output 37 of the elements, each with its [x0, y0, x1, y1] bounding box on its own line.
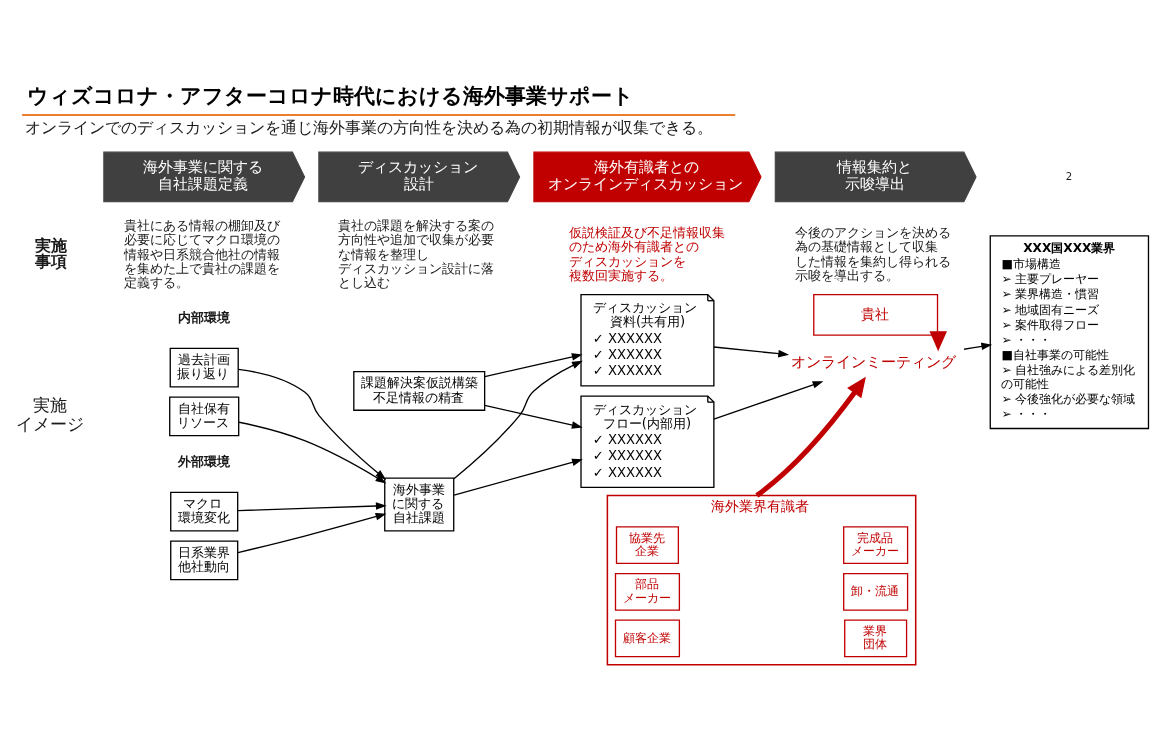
- arrow: [484, 404, 583, 429]
- node-box: 部品メーカー: [614, 572, 681, 611]
- label: 実施事項: [34, 235, 67, 271]
- arrow: [237, 501, 387, 511]
- node-box: 課題解決案仮説構築不足情報の精査: [353, 370, 486, 411]
- arrow: [713, 380, 824, 420]
- label: 仮説検証及び不足情報収集のため海外有識者とのディスカッションを複数回実施する。: [569, 224, 726, 283]
- label: 外部環境: [177, 453, 230, 469]
- arrow: [713, 345, 790, 357]
- arrow: [963, 342, 993, 350]
- arrow: [453, 360, 583, 479]
- node-text: オンラインミーティング: [791, 352, 957, 371]
- label: 内部環境: [177, 309, 230, 325]
- node-box: 海外事業に関する自社課題: [384, 477, 455, 532]
- node-box: XXX国XXX業界 ■市場構造 ➢ 主要プレーヤー ➢ 業界構造・慣習 ➢ 地域固有ニーズ ➢ 案件取得フロー ➢ ・・・ ■自社事業の可能性 ➢ 自社強みによる差別化の可能性 ➢ 今後強化が必要な領域 ➢ ・・・: [989, 234, 1150, 429]
- node-box: 顧客企業: [614, 619, 681, 657]
- node-box: 完成品メーカー: [843, 525, 909, 564]
- label: 貴社の課題を解決する案の方向性や追加で収集が必要な情報を整理しディスカッション設計に落とし込む: [338, 217, 495, 290]
- label: 今後のアクションを決める為の基礎情報として収集した情報を集約し得られる示唆を導出する。: [794, 224, 951, 283]
- diagram-title: ウィズコロナ・アフターコロナ時代における海外事業サポート: [27, 82, 635, 108]
- arrow: [238, 421, 387, 483]
- arrow: [484, 352, 583, 377]
- node-box: 自社保有リソース: [169, 395, 240, 436]
- node-box: マクロ環境変化: [170, 491, 239, 532]
- node-box: 過去計画振り返り: [169, 347, 239, 388]
- label: 貴社にある情報の棚卸及び必要に応じてマクロ環境の情報や日系競合他社の情報を集めた上で貴社の課題を定義する。: [123, 217, 280, 290]
- arrow: [453, 458, 583, 496]
- arrow: [755, 376, 866, 497]
- node-box: 卸・流通: [843, 572, 909, 611]
- label: 実施イメージ: [15, 394, 84, 434]
- node-box: 協業先企業: [615, 525, 680, 564]
- node-box: 日系業界他社動向: [170, 539, 239, 580]
- caption: オンラインでのディスカッションを通じ海外事業の方向性を決める為の初期情報が収集できる。: [25, 117, 714, 137]
- arrow: [237, 512, 387, 553]
- arrow: [237, 368, 387, 480]
- label: 2: [1065, 170, 1073, 182]
- node-box: 業界団体: [844, 619, 908, 657]
